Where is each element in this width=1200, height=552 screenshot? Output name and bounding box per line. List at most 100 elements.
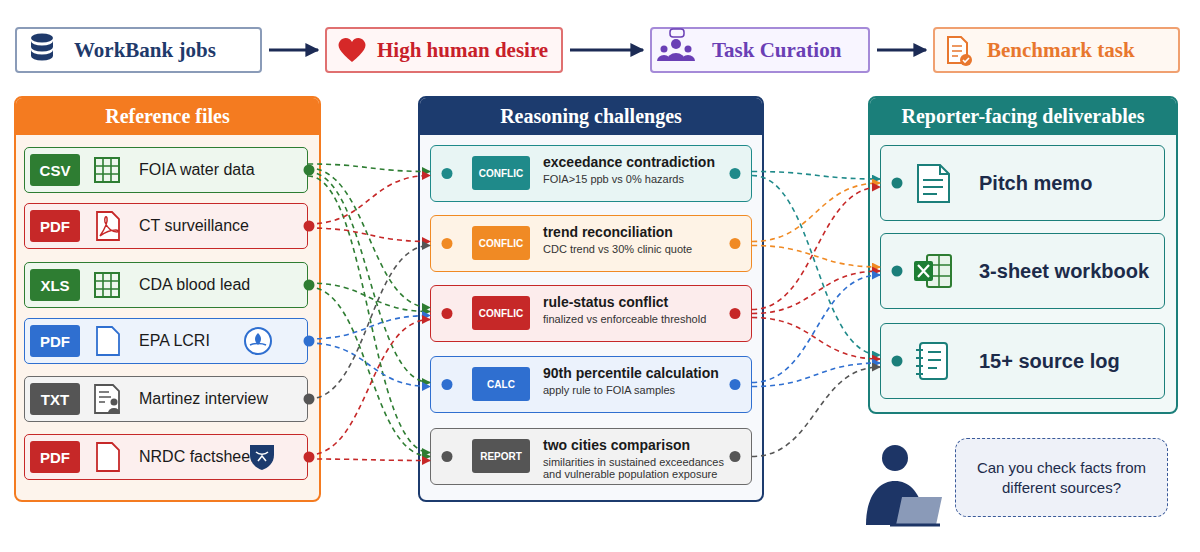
dashed-connector <box>752 271 880 314</box>
challenge-detail: finalized vs enforceable threshold <box>543 313 733 325</box>
badge-label: TXT <box>30 383 80 415</box>
file-row: NRDC factsheetPDF <box>24 434 308 480</box>
database-disk <box>31 50 53 61</box>
challenge-title: two cities comparison <box>543 437 690 453</box>
people-icon <box>657 29 695 61</box>
notebook-lines <box>928 352 941 368</box>
excel-cross <box>918 265 929 277</box>
file-type-badge: CSV <box>30 154 80 186</box>
dashed-connector <box>308 168 430 308</box>
file-row: CDA blood lead XLS <box>24 262 308 308</box>
dashed-connector <box>308 176 430 453</box>
challenge-title: rule-status conflict <box>543 294 668 310</box>
dashed-connector <box>752 172 880 180</box>
log-icon <box>916 343 947 379</box>
doc-fold <box>940 165 949 174</box>
dashed-connector <box>308 459 430 461</box>
doc-outline <box>97 212 119 240</box>
badge-label: REPORT <box>472 439 530 473</box>
badge-label: CONFLIC <box>472 226 530 260</box>
deliverable-box: Pitch memo <box>880 145 1165 221</box>
port-dot <box>730 168 741 179</box>
check-mark <box>963 58 969 62</box>
laptop <box>896 497 942 525</box>
file-row: Martinez interview TXT <box>24 376 308 422</box>
port-dot <box>730 238 741 249</box>
grid-icon <box>95 273 119 297</box>
dashed-connector <box>752 275 880 383</box>
challenge-type-badge: REPORT <box>472 439 530 473</box>
challenge-title: 90th percentile calculation <box>543 365 719 381</box>
file-label: Martinez interview <box>139 377 268 421</box>
dashed-connector <box>308 343 430 387</box>
dashed-connector <box>752 318 880 360</box>
dashed-connector <box>308 246 430 400</box>
badge-label: CSV <box>30 154 80 186</box>
file-type-badge: TXT <box>30 383 80 415</box>
deliverable-box: 15+ source log <box>880 323 1165 399</box>
challenge-title: exceedance contradiction <box>543 154 715 170</box>
dashed-connector <box>752 246 880 268</box>
challenge-type-badge: CONFLIC <box>472 226 530 260</box>
dashed-connector <box>308 287 430 457</box>
box-label: High human desire <box>377 29 548 71</box>
box-label: 3-sheet workbook <box>979 234 1149 308</box>
challenge-detail: FOIA>15 ppb vs 0% hazards <box>543 173 733 185</box>
challenge-box: 90th percentile calculationapply rule to… <box>430 356 752 413</box>
file-type-badge: PDF <box>30 325 80 357</box>
person-head <box>111 399 118 406</box>
port-dot <box>304 452 315 463</box>
badge-label: PDF <box>30 210 80 242</box>
box-label: WorkBank jobs <box>74 29 216 71</box>
flow-arrow <box>877 49 926 52</box>
challenge-box: trend reconciliationCDC trend vs 30% cli… <box>430 215 752 272</box>
flow-arrow <box>269 49 318 52</box>
port-dot <box>442 308 453 319</box>
memo-icon <box>918 165 949 202</box>
port-dot <box>304 394 315 405</box>
reporter-figure <box>866 445 942 525</box>
challenge-box: exceedance contradictionFOIA>15 ppb vs 0… <box>430 145 752 202</box>
file-type-badge: XLS <box>30 269 80 301</box>
port-dot <box>730 451 741 462</box>
badge-label: CONFLIC <box>472 156 530 190</box>
challenge-type-badge: CONFLIC <box>472 156 530 190</box>
port-dot <box>304 221 315 232</box>
laptop-base <box>890 524 940 527</box>
port-dot <box>304 165 315 176</box>
panel-header: Reference files <box>16 98 319 135</box>
port-dots <box>304 165 903 463</box>
grid-icon <box>95 158 119 182</box>
excel-badge <box>914 261 933 281</box>
port-dot <box>730 308 741 319</box>
workbook-icon <box>914 255 951 287</box>
challenge-type-badge: CONFLIC <box>472 296 530 330</box>
badge-label: CALC <box>472 367 530 401</box>
person-body <box>108 408 120 413</box>
file-type-badge: PDF <box>30 210 80 242</box>
database-icon <box>31 34 53 61</box>
port-dot <box>304 336 315 347</box>
badge-label: XLS <box>30 269 80 301</box>
dashed-connector <box>308 316 430 340</box>
sheet-outline <box>927 255 951 287</box>
section-panel: Reasoning challenges exceedance contradic… <box>418 96 764 502</box>
panel-header: Reasoning challenges <box>420 98 762 135</box>
database-disk <box>31 41 53 52</box>
person-body <box>667 53 685 61</box>
file-label: FOIA water data <box>139 148 255 192</box>
database-disk <box>31 34 53 43</box>
speech-icon <box>670 29 684 37</box>
box-label: 15+ source log <box>979 324 1120 398</box>
doc-outline <box>918 165 949 202</box>
deliverable-box: 3-sheet workbook <box>880 233 1165 309</box>
grid-outline <box>95 158 119 182</box>
doc-icon <box>97 327 271 355</box>
badge-label: PDF <box>30 325 80 357</box>
stage-box: Task Curation <box>650 27 870 73</box>
file-label: CDA blood lead <box>139 263 250 307</box>
file-type-badge: PDF <box>30 441 80 473</box>
dashed-connector <box>752 183 880 242</box>
